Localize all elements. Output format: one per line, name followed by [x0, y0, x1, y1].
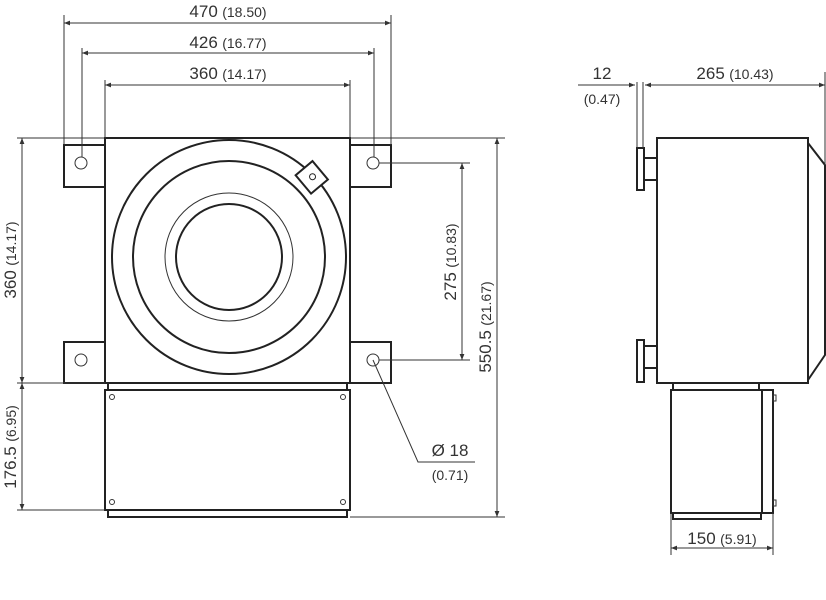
dim-box-height: 176.5 (6.95): [1, 405, 20, 489]
side-flange-bottom: [636, 339, 645, 383]
dim-flange: 12: [593, 64, 612, 83]
dim-hole-spacing-width: 426 (16.77): [189, 33, 266, 52]
side-flange-top: [636, 147, 645, 191]
front-view: 470 (18.50) 426 (16.77) 360 (14.17) 360 …: [1, 2, 505, 518]
mounting-hole: [74, 353, 88, 367]
dim-body-width: 360 (14.17): [189, 64, 266, 83]
dim-depth: 265 (10.43): [696, 64, 773, 83]
mounting-lug-bottom-right: [349, 341, 392, 384]
ring-tab: [294, 159, 330, 196]
lens-rim: [164, 192, 294, 322]
side-connection-box: [670, 389, 774, 514]
outer-ring: [111, 139, 347, 375]
dim-hole-diameter-in: (0.71): [432, 467, 469, 483]
lens: [175, 203, 283, 311]
dim-box-depth: 150 (5.91): [687, 529, 756, 548]
side-view: 12 (0.47) 265 (10.43) 150 (5.91): [578, 64, 826, 555]
dim-hole-spacing-height: 275 (10.83): [441, 223, 460, 300]
mounting-lug-top-right: [349, 144, 392, 188]
inner-ring: [132, 160, 326, 354]
dim-overall-height: 550.5 (21.67): [476, 281, 495, 372]
dim-flange-in: (0.47): [584, 91, 621, 107]
front-bevel: [807, 142, 826, 381]
dim-overall-width: 470 (18.50): [189, 2, 266, 21]
mounting-lug-bottom-left: [63, 341, 106, 384]
dim-body-height: 360 (14.17): [1, 221, 20, 298]
mounting-hole: [74, 156, 88, 170]
dim-hole-diameter: Ø 18: [432, 441, 469, 460]
side-housing: [656, 137, 809, 384]
mounting-lug-top-left: [63, 144, 106, 188]
mounting-hole: [366, 156, 380, 170]
connection-box: [104, 389, 351, 511]
